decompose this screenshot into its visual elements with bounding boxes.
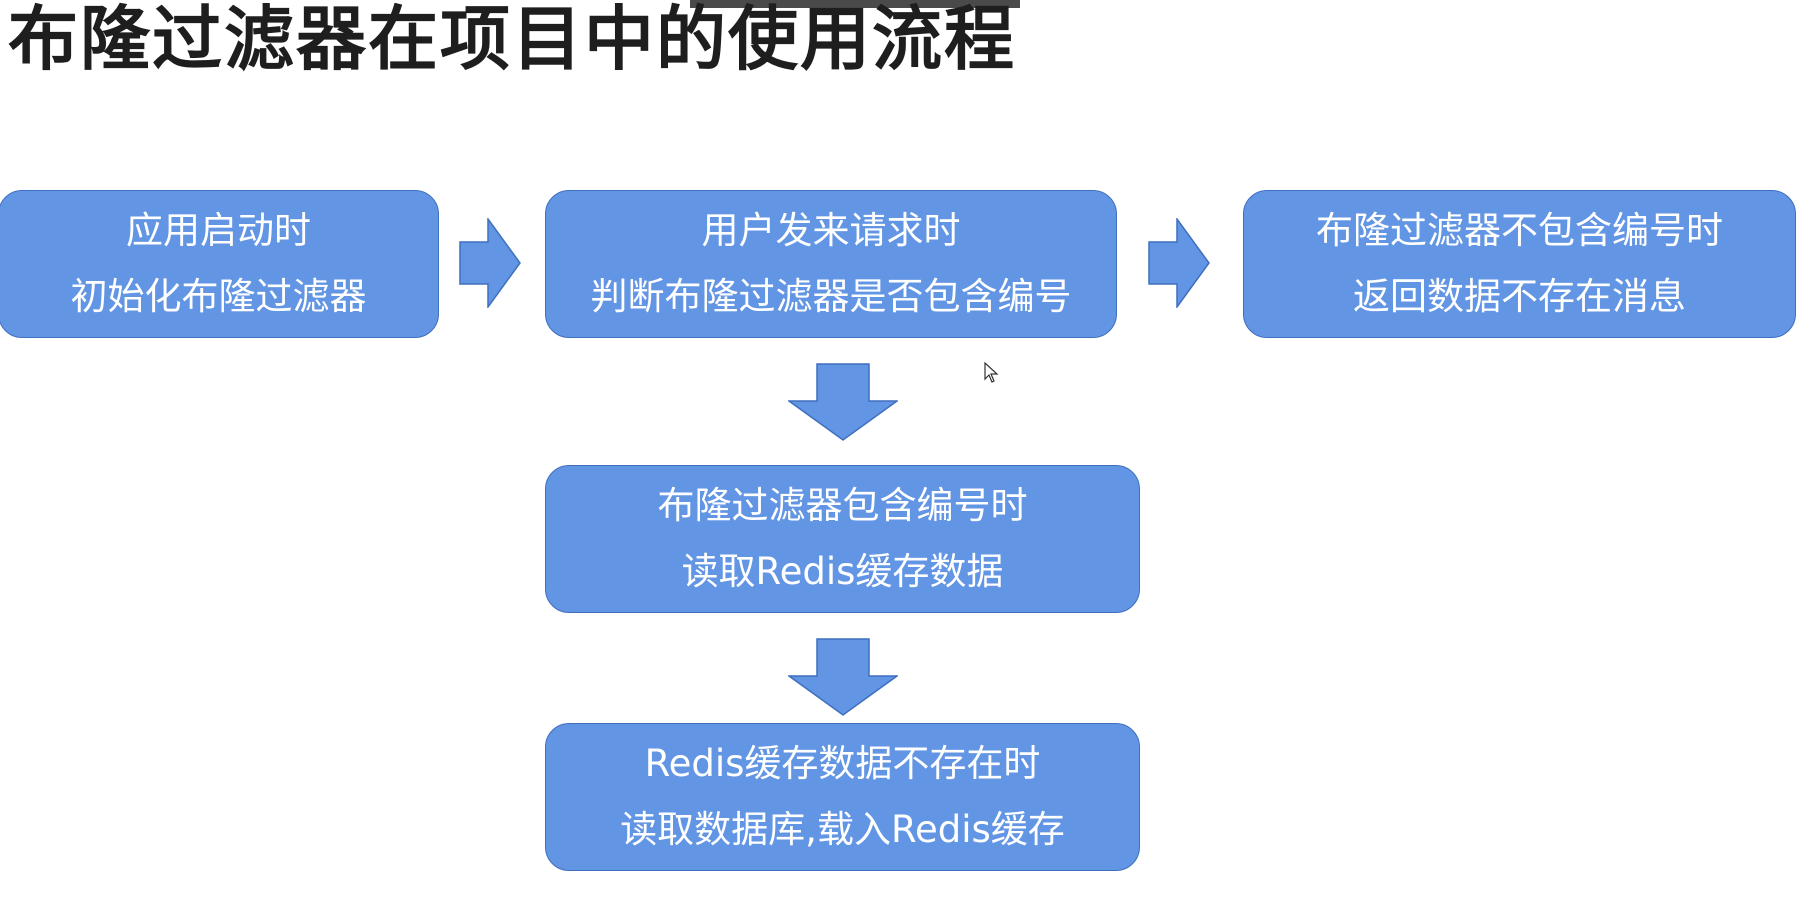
step-app-start-line2: 初始化布隆过滤器 — [70, 275, 367, 318]
step-filter-miss: 布隆过滤器不包含编号时 返回数据不存在消息 — [1243, 190, 1796, 338]
step-filter-hit: 布隆过滤器包含编号时 读取Redis缓存数据 — [545, 465, 1140, 613]
arrow-right-icon — [459, 218, 521, 308]
arrow-down-icon — [788, 363, 898, 441]
step-user-request: 用户发来请求时 判断布隆过滤器是否包含编号 — [545, 190, 1117, 338]
arrow-down-icon — [788, 638, 898, 716]
mouse-cursor-icon — [984, 361, 1000, 388]
page-title: 布隆过滤器在项目中的使用流程 — [8, 0, 1016, 80]
step-redis-miss: Redis缓存数据不存在时 读取数据库,载入Redis缓存 — [545, 723, 1140, 871]
step-filter-miss-line1: 布隆过滤器不包含编号时 — [1316, 209, 1723, 252]
top-bar — [690, 0, 1020, 8]
step-redis-miss-line2: 读取数据库,载入Redis缓存 — [620, 808, 1065, 851]
step-app-start-line1: 应用启动时 — [126, 209, 311, 252]
step-filter-miss-line2: 返回数据不存在消息 — [1353, 275, 1686, 318]
step-user-request-line2: 判断布隆过滤器是否包含编号 — [590, 275, 1072, 318]
step-filter-hit-line1: 布隆过滤器包含编号时 — [657, 484, 1028, 527]
arrow-right-icon — [1148, 218, 1210, 308]
step-filter-hit-line2: 读取Redis缓存数据 — [681, 550, 1004, 593]
step-app-start: 应用启动时 初始化布隆过滤器 — [0, 190, 439, 338]
step-redis-miss-line1: Redis缓存数据不存在时 — [644, 742, 1041, 785]
step-user-request-line1: 用户发来请求时 — [701, 209, 961, 252]
